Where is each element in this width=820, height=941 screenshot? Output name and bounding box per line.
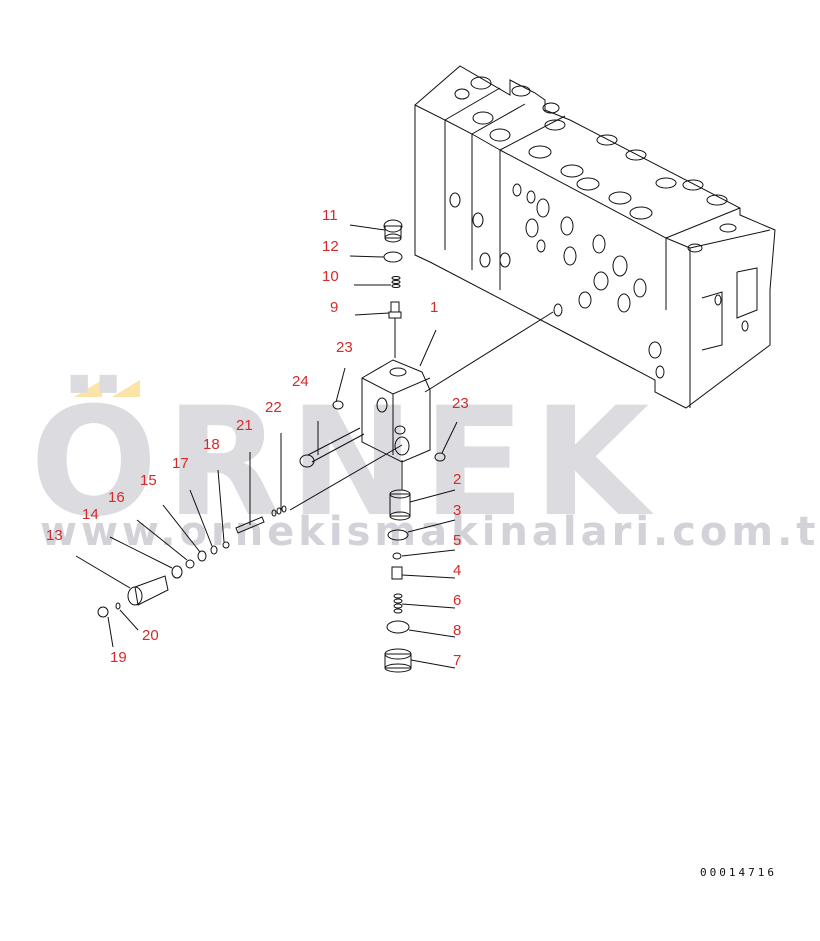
callout-12: 12 <box>322 238 339 255</box>
part-9-piston <box>388 301 402 319</box>
document-number: 00014716 <box>700 866 777 879</box>
watermark-url: www.ornekismakinalari.com.tr <box>40 509 820 555</box>
part-22-spring <box>271 505 287 517</box>
part-6-spring <box>393 593 403 614</box>
part-16-nut <box>185 559 195 569</box>
callout-13: 13 <box>46 527 63 544</box>
callout-1: 1 <box>430 299 439 316</box>
part-17-ring <box>210 545 218 555</box>
part-19-plug <box>97 606 109 618</box>
callout-24: 24 <box>292 373 309 390</box>
callout-9: 9 <box>330 299 339 316</box>
part-24-bolt <box>299 427 365 468</box>
watermark-brand: ÖRNEK <box>30 376 658 550</box>
callout-7: 7 <box>453 652 462 669</box>
callout-2: 2 <box>453 471 462 488</box>
part-3-seat <box>387 529 409 541</box>
part-8-o-ring <box>386 620 410 634</box>
part-20-o-ring <box>115 602 121 610</box>
part-1-valve-block <box>361 318 431 463</box>
callout-23: 23 <box>336 339 353 356</box>
assembly-line <box>424 311 554 393</box>
part-11-plug <box>383 219 403 243</box>
callout-22: 22 <box>265 399 282 416</box>
part-2-cap <box>389 489 411 521</box>
part-7-plug <box>384 648 412 673</box>
callout-17: 17 <box>172 455 189 472</box>
part-14-o-ring <box>171 565 183 579</box>
callout-10: 10 <box>322 268 339 285</box>
callout-11: 11 <box>322 207 338 224</box>
control-valve-body <box>414 65 776 409</box>
part-10-spring <box>391 276 401 288</box>
callout-16: 16 <box>108 489 125 506</box>
callout-15: 15 <box>140 472 157 489</box>
callout-18: 18 <box>203 436 220 453</box>
callout-8: 8 <box>453 622 462 639</box>
part-21-poppet <box>235 516 265 534</box>
part-23-plug-b <box>434 452 446 462</box>
part-15-ring <box>197 550 207 562</box>
callout-3: 3 <box>453 502 462 519</box>
callout-19: 19 <box>110 649 127 666</box>
part-4-valve <box>391 566 403 580</box>
callout-23-b: 23 <box>452 395 469 412</box>
part-23-plug <box>332 400 344 410</box>
part-12-o-ring <box>383 251 403 263</box>
callout-14: 14 <box>82 506 99 523</box>
callout-21: 21 <box>236 417 253 434</box>
callout-6: 6 <box>453 592 462 609</box>
part-13-sleeve <box>127 575 169 606</box>
callout-4: 4 <box>453 562 462 579</box>
callout-20: 20 <box>142 627 159 644</box>
callout-5: 5 <box>453 532 462 549</box>
part-5-ring <box>392 552 402 560</box>
leader-lines <box>75 224 458 669</box>
part-18-nut <box>222 541 230 549</box>
